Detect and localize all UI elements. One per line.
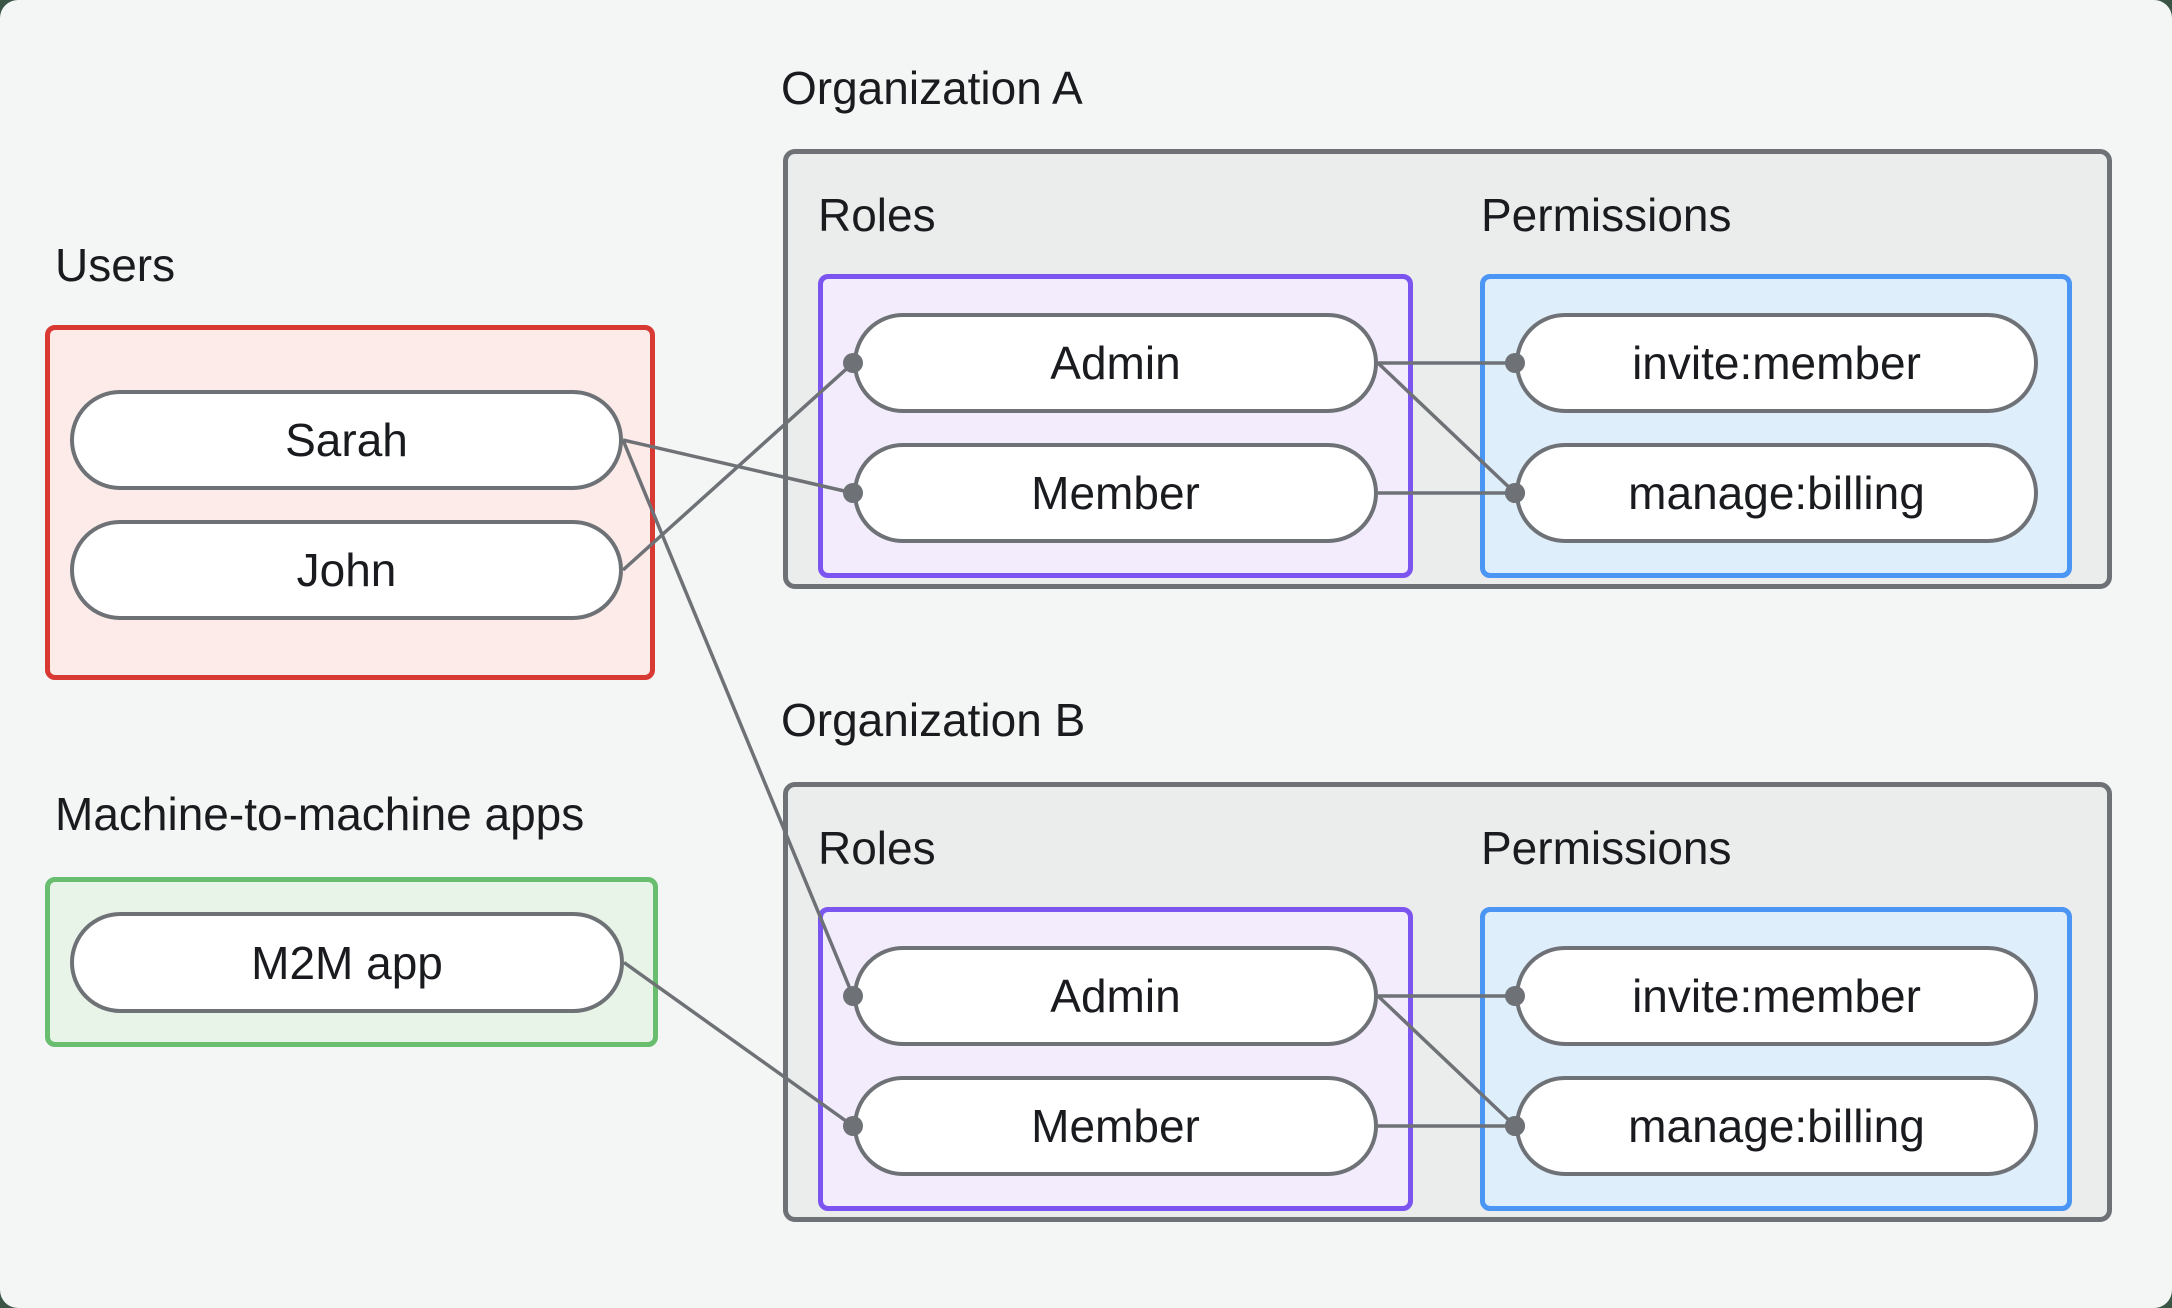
m2m-app-node: M2M app [70, 912, 624, 1013]
org-a-box: Roles Permissions Admin Member invite:me… [783, 149, 2112, 589]
org-b-box: Roles Permissions Admin Member invite:me… [783, 782, 2112, 1222]
users-group-label: Users [55, 239, 176, 291]
org-b-permission-invite-node: invite:member [1515, 946, 2038, 1046]
user-node-john: John [70, 520, 623, 620]
org-a-permissions-box: invite:member manage:billing [1480, 274, 2072, 578]
m2m-group-label: Machine-to-machine apps [55, 788, 585, 840]
org-a-permission-manage-node: manage:billing [1515, 443, 2038, 543]
m2m-group-box: M2M app [45, 877, 658, 1047]
org-b-roles-label: Roles [818, 822, 936, 874]
org-a-role-admin-node: Admin [853, 313, 1378, 413]
org-b-roles-box: Admin Member [818, 907, 1413, 1211]
users-group-box: Sarah John [45, 325, 655, 680]
org-b-role-member-node: Member [853, 1076, 1378, 1176]
org-a-role-member-node: Member [853, 443, 1378, 543]
user-node-sarah: Sarah [70, 390, 623, 490]
org-a-permission-invite-node: invite:member [1515, 313, 2038, 413]
org-a-roles-box: Admin Member [818, 274, 1413, 578]
org-a-title: Organization A [781, 62, 1083, 114]
org-b-permissions-label: Permissions [1481, 822, 1732, 874]
org-b-permission-manage-node: manage:billing [1515, 1076, 2038, 1176]
org-b-role-admin-node: Admin [853, 946, 1378, 1046]
org-b-title: Organization B [781, 694, 1086, 746]
org-a-permissions-label: Permissions [1481, 189, 1732, 241]
org-b-permissions-box: invite:member manage:billing [1480, 907, 2072, 1211]
org-a-roles-label: Roles [818, 189, 936, 241]
